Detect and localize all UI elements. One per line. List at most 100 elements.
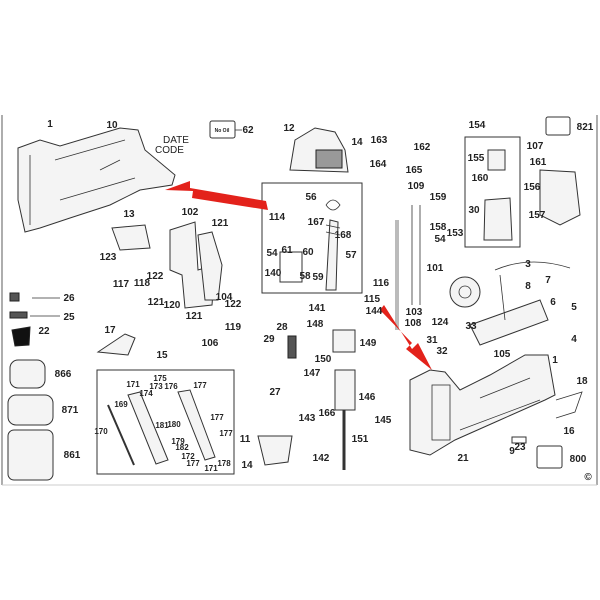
part-13: [111, 224, 151, 251]
part-number-label: 147: [304, 368, 321, 379]
part-number-label: 118: [134, 278, 151, 289]
part-number-label: 143: [299, 413, 316, 424]
part-number-label: 59: [312, 272, 324, 283]
part-number-label: 161: [530, 157, 547, 168]
part-number-label: 148: [307, 319, 324, 330]
part-number-label: 142: [313, 453, 330, 464]
part-17: [96, 333, 136, 356]
part-number-label: 103: [406, 307, 423, 318]
part-number-label: 123: [100, 252, 117, 263]
part-number-label: 166: [319, 408, 336, 419]
part-number-label: 174: [139, 389, 153, 398]
part-number-label: 164: [370, 159, 387, 170]
part-number-label: 170: [94, 427, 108, 436]
part-number-label: 25: [63, 312, 75, 323]
nose-grille: [315, 149, 343, 169]
part-number-label: 145: [375, 415, 392, 426]
part-number-label: 141: [309, 303, 326, 314]
label-26: [9, 292, 20, 302]
part-number-label: 154: [469, 120, 486, 131]
part-number-label: 17: [104, 325, 116, 336]
part-number-label: 871: [62, 405, 79, 416]
part-number-label: 119: [225, 322, 242, 333]
hook-16: [555, 391, 583, 419]
part-number-label: 108: [405, 318, 422, 329]
box-821: [545, 116, 571, 136]
part-number-label: 6: [550, 297, 556, 308]
part-number-label: 121: [186, 311, 203, 322]
box-107: [464, 136, 521, 248]
part-number-label: 11: [240, 434, 251, 445]
part-number-label: 149: [360, 338, 377, 349]
part-number-label: 800: [570, 454, 587, 465]
part-number-label: 144: [366, 306, 383, 317]
part-number-label: 169: [114, 400, 128, 409]
part-number-label: 165: [406, 165, 423, 176]
part-number-label: 155: [468, 153, 485, 164]
part-number-label: 30: [468, 205, 480, 216]
part-number-label: 171: [126, 380, 140, 389]
part-number-label: 177: [210, 413, 224, 422]
part-number-label: 177: [219, 429, 233, 438]
part-29: [287, 335, 297, 359]
part-number-label: 163: [371, 135, 388, 146]
label-23: [511, 436, 527, 444]
part-number-label: 160: [472, 173, 489, 184]
part-number-label: 140: [265, 268, 282, 279]
part-number-label: 3: [525, 259, 531, 270]
part-number-label: 12: [283, 123, 295, 134]
housing-half-right: [409, 354, 556, 456]
part-number-label: 7: [545, 275, 551, 286]
part-number-label: 114: [269, 212, 286, 223]
part-number-label: 54: [434, 234, 446, 245]
part-number-label: 151: [352, 434, 369, 445]
date-label: DATE: [163, 135, 189, 146]
part-number-label: 866: [55, 369, 72, 380]
part-number-label: 14: [241, 460, 253, 471]
housing-half-left: [17, 127, 176, 233]
part-number-label: 16: [563, 426, 575, 437]
part-number-label: 57: [345, 250, 357, 261]
part-number-label: 115: [364, 294, 381, 305]
part-number-label: 9: [509, 446, 515, 457]
label-22: [11, 326, 31, 347]
part-number-label: 109: [408, 181, 425, 192]
part-number-label: 157: [529, 210, 546, 221]
red-arrow-left: [165, 181, 268, 210]
part-number-label: 8: [525, 281, 531, 292]
part-number-label: 861: [64, 450, 81, 461]
part-number-label: 60: [302, 247, 314, 258]
part-number-label: 102: [182, 207, 199, 218]
part-number-label: 61: [281, 245, 293, 256]
motor-101: [449, 276, 481, 308]
part-number-label: 172: [181, 452, 195, 461]
part-number-label: 121: [212, 218, 229, 229]
part-number-label: 4: [571, 334, 577, 345]
part-number-label: 54: [266, 248, 278, 259]
part-number-label: 28: [276, 322, 288, 333]
part-number-label: 117: [113, 279, 130, 290]
part-number-label: 177: [186, 459, 200, 468]
part-number-label: 177: [193, 381, 207, 390]
part-number-label: 178: [217, 459, 231, 468]
part-number-label: 32: [436, 346, 448, 357]
part-number-label: 27: [269, 387, 281, 398]
part-number-label: 159: [430, 192, 447, 203]
part-number-label: 162: [414, 142, 431, 153]
part-number-label: 29: [263, 334, 275, 345]
part-number-label: 181: [155, 421, 169, 430]
part-number-label: 23: [514, 442, 526, 453]
part-number-label: 150: [315, 354, 332, 365]
part-number-label: 26: [63, 293, 75, 304]
part-number-label: 56: [305, 192, 317, 203]
part-number-label: 14: [351, 137, 363, 148]
part-number-label: 10: [106, 120, 118, 131]
box-114: [261, 182, 363, 294]
part-number-label: 33: [465, 321, 477, 332]
part-number-label: 146: [359, 392, 376, 403]
code-label: CODE: [155, 145, 184, 156]
part-number-label: 101: [427, 263, 444, 274]
part-number-label: 107: [527, 141, 544, 152]
